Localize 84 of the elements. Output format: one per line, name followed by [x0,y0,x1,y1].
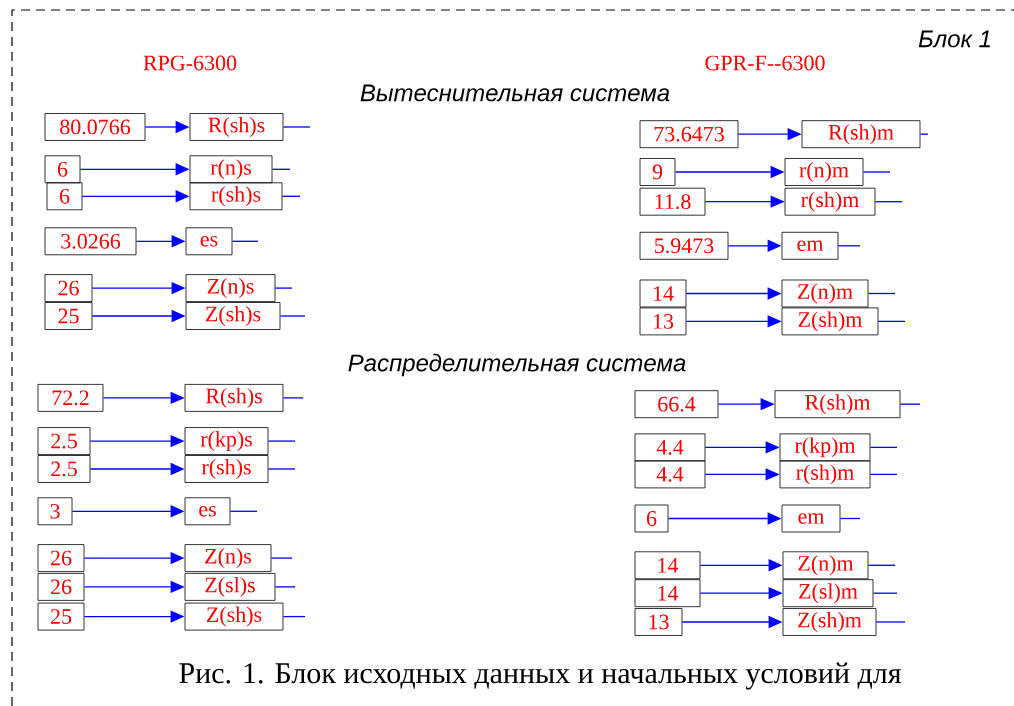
output-line [839,517,861,520]
parameter-box: Z(sh)m [781,307,879,336]
parameter-box: es [185,227,233,256]
output-line [867,564,896,566]
value-box: 3 [37,497,73,526]
value-box: 14 [634,579,701,608]
output-line [919,133,929,135]
value-box: 4.4 [634,460,706,489]
output-line [872,592,898,594]
parameter-box: R(sh)m [774,390,901,419]
output-line [267,440,296,442]
parameter-box: Z(n)m [782,551,869,580]
parameter-box: Z(sh)s [184,602,284,631]
value-box: 6 [46,182,83,211]
value-box: 11.8 [639,187,706,216]
value-box: 80.0766 [44,113,146,141]
value-box: 5.9473 [639,231,729,260]
value-box: 25 [44,302,93,330]
parameter-box: Z(n)m [781,279,869,308]
value-box: 9 [639,158,676,186]
parameter-box: r(kp)s [184,427,269,455]
output-line [874,201,903,203]
figure-caption: Рис. 1. Блок исходных данных и начальных условий для [179,662,901,690]
parameter-box: r(n)s [189,155,273,184]
value-box: 13 [634,608,683,636]
output-line [231,240,259,242]
device-heading: RPG-6300 [143,55,237,71]
parameter-box: Z(sl)m [782,579,874,608]
device-heading: GPR-F--6300 [705,55,825,71]
value-box: 13 [639,307,687,336]
parameter-box: r(sh)s [189,182,283,211]
parameter-box: R(sh)s [184,384,284,412]
value-box: 26 [37,573,85,601]
parameter-box: r(kp)m [779,433,871,462]
output-line [229,510,258,512]
output-line [837,245,861,247]
parameter-box: Z(n)s [185,274,276,302]
value-box: 4.4 [634,433,706,462]
value-box: 25 [37,602,85,631]
value-box: 72.2 [37,384,104,412]
block-label: Блок 1 [918,30,990,48]
parameter-box: r(sh)s [184,455,269,483]
output-line [875,621,906,623]
section-title: Распределительная система [348,353,686,377]
value-box: 3.0266 [44,227,137,256]
output-line [270,557,293,559]
parameter-box: r(n)m [784,158,864,186]
parameter-box: R(sh)s [189,113,284,141]
value-box: 66.4 [634,390,719,419]
section-title: Вытеснительная система [360,84,670,102]
output-line [274,287,293,289]
output-line [869,473,898,476]
value-box: 26 [37,544,85,572]
parameter-box: R(sh)m [801,120,921,149]
parameter-box: Z(sh)m [782,608,877,636]
value-box: 2.5 [37,427,91,455]
output-line [862,171,891,173]
output-line [877,320,906,323]
parameter-box: Z(sh)s [185,302,281,330]
output-line [281,195,301,197]
parameter-box: es [184,497,231,526]
value-box: 73.6473 [639,120,739,149]
output-line [282,397,304,399]
output-line [271,168,291,170]
value-box: 6 [634,504,669,533]
value-box: 26 [44,274,93,302]
output-line [867,292,896,295]
value-box: 6 [44,155,81,184]
parameter-box: r(sh)m [779,460,871,489]
output-line [869,446,898,449]
output-line [899,403,921,405]
parameter-box: Z(n)s [184,544,272,572]
parameter-box: em [781,231,839,260]
output-line [282,126,311,128]
output-line [274,586,296,588]
output-line [282,615,306,618]
parameter-box: r(sh)m [784,187,876,216]
parameter-box: Z(sl)s [184,573,276,601]
parameter-box: em [781,504,841,533]
value-box: 14 [639,279,687,308]
value-box: 14 [634,551,701,580]
output-line [267,468,296,470]
value-box: 2.5 [37,455,91,483]
output-line [279,315,306,317]
